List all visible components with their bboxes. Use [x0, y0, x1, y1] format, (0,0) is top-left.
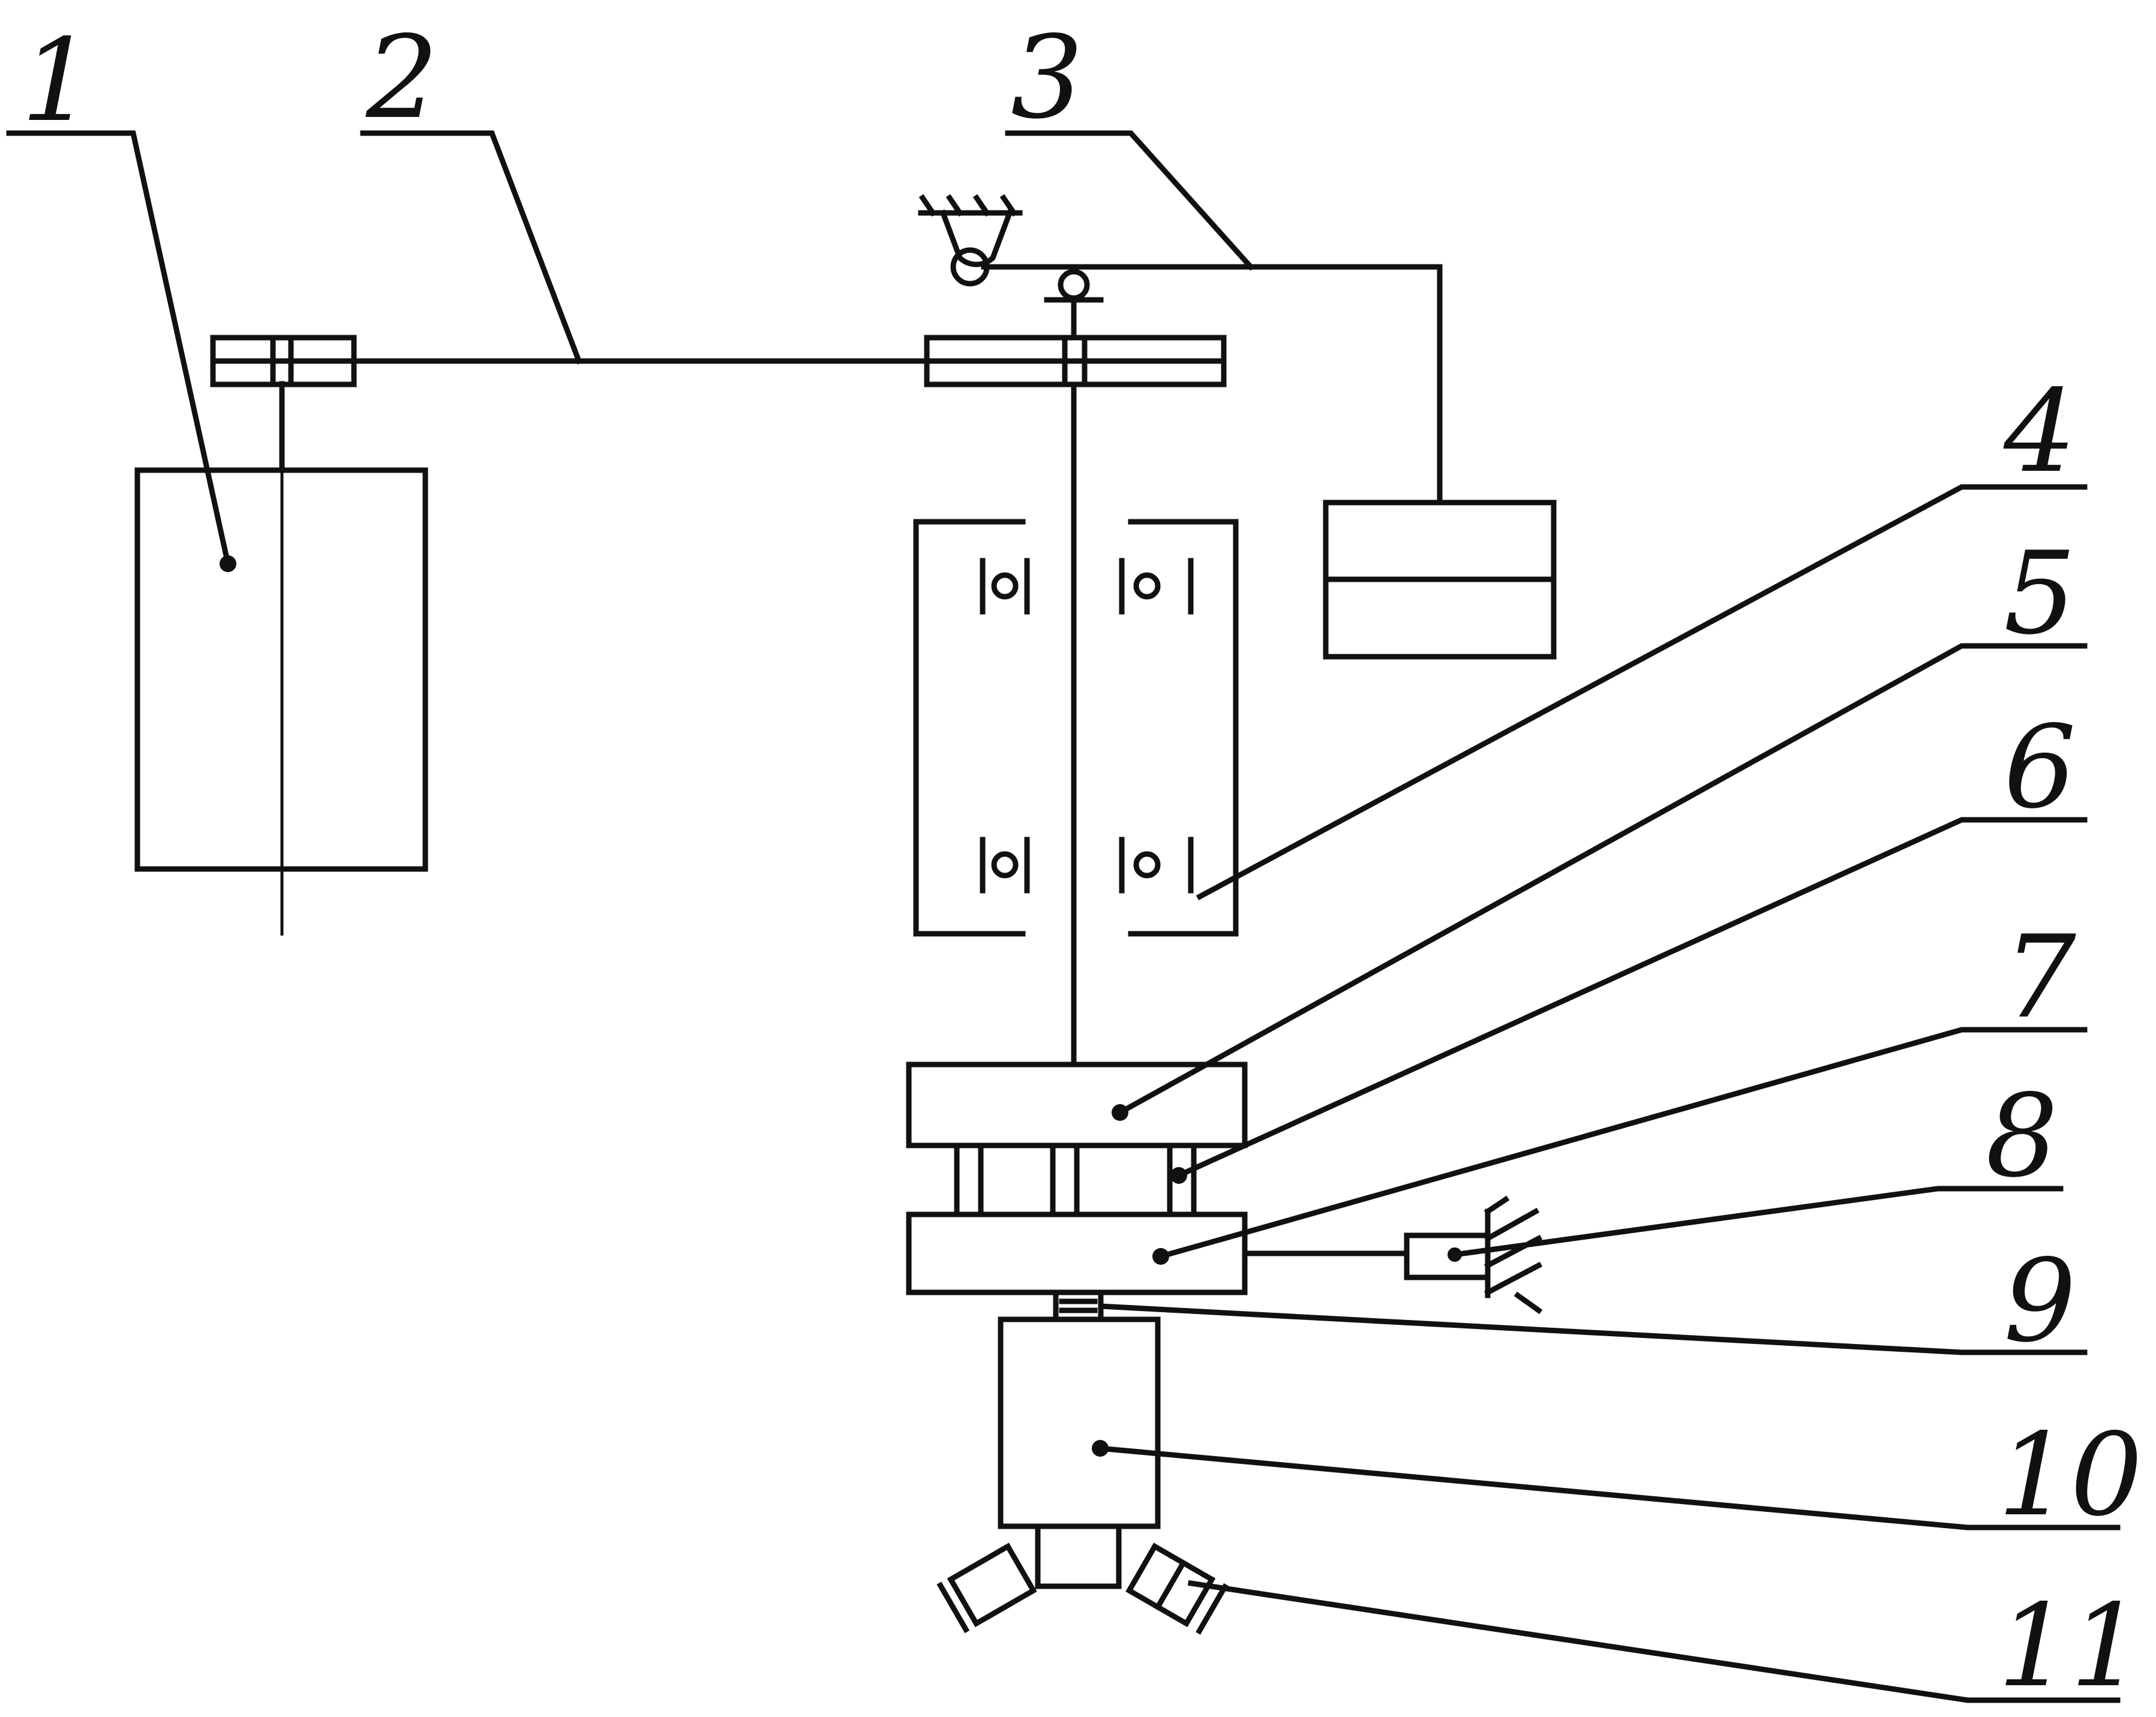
- label-4: 4: [2003, 365, 2076, 498]
- upper-plate: [906, 1062, 1248, 1148]
- motor-pulley: [210, 335, 357, 387]
- label-9: 9: [2004, 1235, 2076, 1367]
- label-10: 10: [1998, 1409, 2143, 1541]
- main-pulley: [924, 335, 1227, 387]
- motor-box: [134, 381, 428, 936]
- label-11: 11: [1998, 1580, 2143, 1712]
- lever-assembly: [918, 194, 1557, 660]
- label-8: 8: [1986, 1070, 2058, 1202]
- leader-lines: [6, 130, 2121, 1703]
- label-5: 5: [2004, 527, 2076, 660]
- tool-head: [936, 1523, 1229, 1635]
- label-6: 6: [2004, 701, 2076, 834]
- label-2: 2: [365, 11, 439, 144]
- tool-body: [998, 1316, 1161, 1529]
- lower-plate: [906, 1211, 1410, 1295]
- part-labels: 1 2 3 4 5 6 7 8 9 10 11: [21, 11, 2143, 1712]
- bearing-housing: [913, 519, 1239, 937]
- label-1: 1: [21, 14, 94, 147]
- damper: [1404, 1195, 1543, 1315]
- coupling: [1053, 1289, 1104, 1322]
- label-3: 3: [1011, 11, 1083, 144]
- columns: [954, 1142, 1197, 1217]
- label-7: 7: [2004, 911, 2076, 1044]
